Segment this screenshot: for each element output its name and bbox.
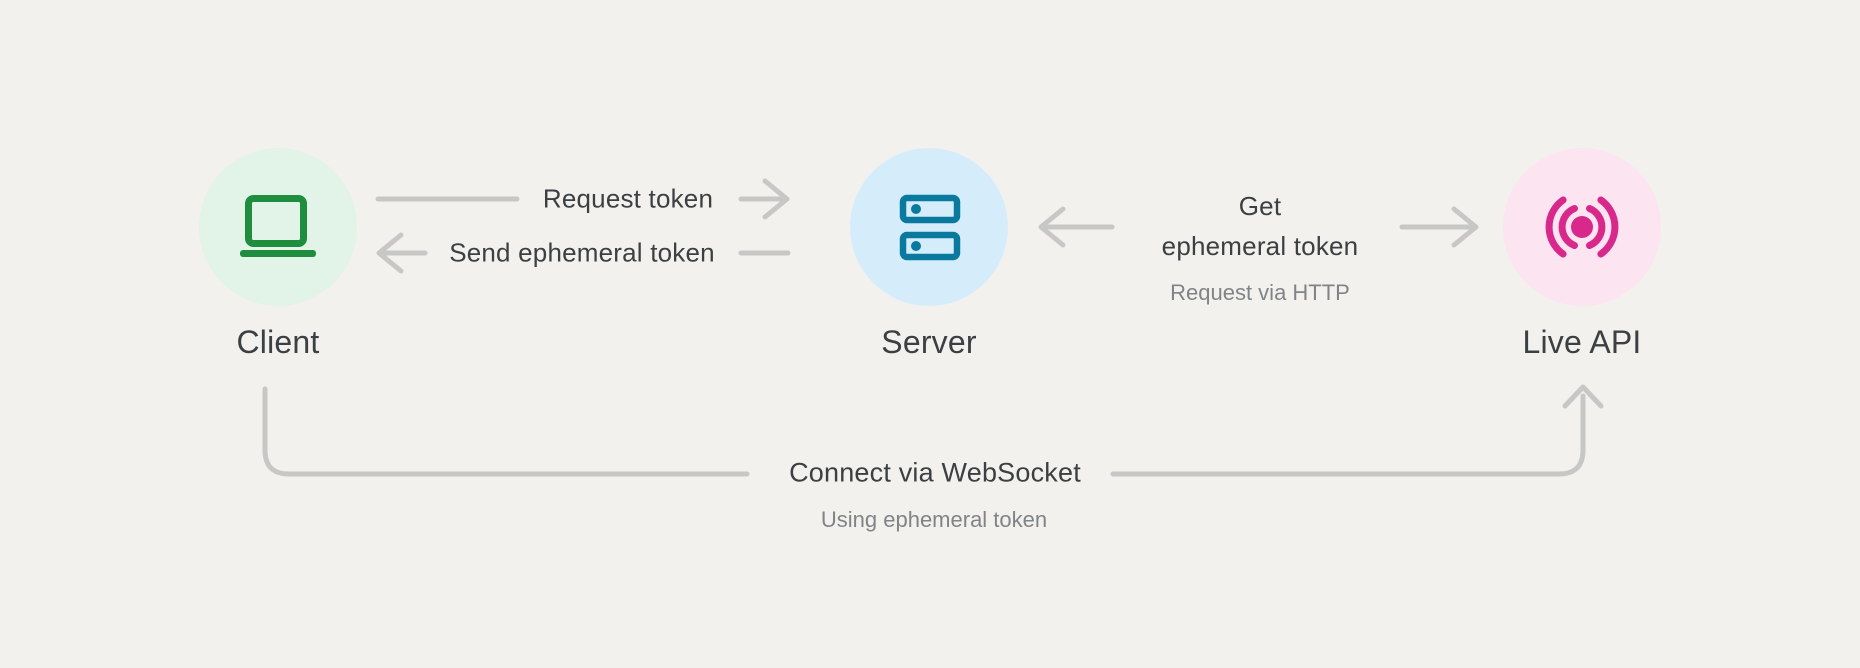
get-token-arrow-right [1399, 206, 1479, 248]
get-ephemeral-token-label: Get ephemeral token [1162, 186, 1359, 266]
request-token-arrow-right [738, 178, 790, 220]
connect-websocket-label: Connect via WebSocket [789, 457, 1081, 488]
client-label: Client [236, 324, 320, 360]
server-label: Server [881, 324, 977, 360]
laptop-icon [240, 195, 316, 257]
websocket-arrow-up [1562, 384, 1604, 409]
broadcast-icon [1545, 196, 1619, 258]
get-token-arrow-left [1038, 206, 1115, 248]
websocket-path-left [262, 386, 750, 477]
get-ephemeral-token-line1: Get [1238, 191, 1282, 221]
server-circle [850, 148, 1008, 306]
request-token-label: Request token [542, 183, 714, 214]
node-live-api: Live API [1503, 148, 1661, 360]
client-circle [199, 148, 357, 306]
send-token-arrow-left [376, 232, 428, 274]
request-via-http-sublabel: Request via HTTP [1170, 280, 1350, 305]
node-server: Server [850, 148, 1008, 360]
server-icon [899, 194, 961, 261]
node-client: Client [199, 148, 357, 360]
get-ephemeral-token-line2: ephemeral token [1161, 231, 1359, 261]
websocket-path-right [1110, 393, 1586, 477]
live-api-label: Live API [1522, 324, 1642, 360]
send-ephemeral-token-label: Send ephemeral token [449, 237, 715, 268]
live-api-circle [1503, 148, 1661, 306]
using-ephemeral-token-sublabel: Using ephemeral token [820, 507, 1048, 532]
